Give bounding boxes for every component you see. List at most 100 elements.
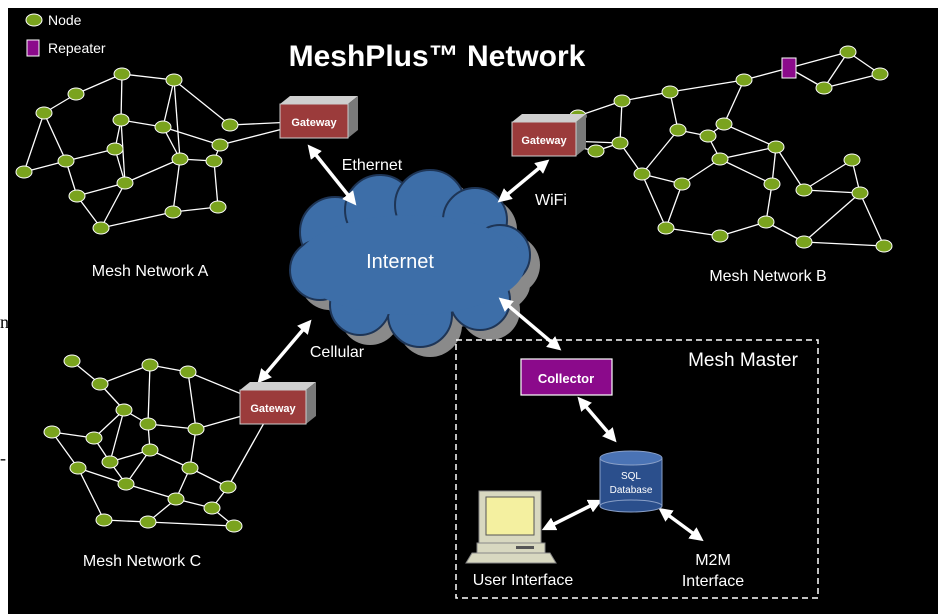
internet-cloud: Internet bbox=[289, 169, 540, 357]
mesh-a-link bbox=[162, 126, 221, 146]
mesh-b-node bbox=[875, 239, 893, 253]
mesh-a-link bbox=[173, 79, 181, 160]
mesh-a-node bbox=[35, 106, 53, 120]
mesh-b-link bbox=[719, 146, 777, 160]
mesh-c-node bbox=[85, 431, 103, 445]
mesh-c-nodes bbox=[43, 354, 243, 533]
mesh-a-node bbox=[106, 142, 124, 156]
margin-mark-n: n bbox=[0, 312, 9, 332]
mesh-c-node bbox=[179, 365, 197, 379]
mesh-b-node bbox=[657, 221, 675, 235]
mesh-b-node bbox=[735, 73, 753, 87]
mesh-b-node bbox=[673, 177, 691, 191]
mesh-c-link bbox=[109, 409, 125, 463]
mesh-b-node bbox=[613, 94, 631, 108]
margin-mark-dash: - bbox=[0, 448, 6, 468]
mesh-b-link bbox=[641, 173, 667, 229]
gateway-c: Gateway bbox=[239, 382, 316, 425]
wifi-label: WiFi bbox=[535, 192, 567, 209]
mesh-c-link bbox=[187, 371, 197, 430]
collector: Collector bbox=[520, 358, 613, 396]
mesh-c-node bbox=[141, 443, 159, 457]
mesh-a-link bbox=[43, 112, 67, 162]
mesh-c-link bbox=[77, 467, 105, 521]
mesh-b-node bbox=[633, 167, 651, 181]
mesh-b-link bbox=[669, 79, 745, 93]
mesh-a-link bbox=[100, 182, 126, 229]
legend-node-symbol bbox=[25, 13, 43, 27]
mesh-c-node bbox=[69, 461, 87, 475]
mesh-c-node bbox=[139, 417, 157, 431]
mesh-a-node bbox=[205, 154, 223, 168]
mesh-a-link bbox=[23, 112, 45, 173]
mesh-b-node bbox=[661, 85, 679, 99]
m2m-label-line1: M2M bbox=[695, 552, 731, 569]
mesh-b-node bbox=[711, 229, 729, 243]
user-interface-label: User Interface bbox=[473, 572, 574, 589]
mesh-a-node bbox=[92, 221, 110, 235]
mesh-c-node bbox=[43, 425, 61, 439]
mesh-b-node bbox=[795, 183, 813, 197]
mesh-c-link bbox=[51, 431, 79, 469]
legend-repeater-label: Repeater bbox=[48, 40, 106, 56]
mesh-network-a-label: Mesh Network A bbox=[92, 263, 209, 280]
mesh-b-link bbox=[619, 100, 623, 144]
mesh-b-nodes bbox=[569, 45, 893, 253]
db-label-line2: Database bbox=[610, 485, 653, 496]
mesh-b-node bbox=[839, 45, 857, 59]
mesh-b-node bbox=[611, 136, 629, 150]
mesh-b-node bbox=[757, 215, 775, 229]
mesh-c-node bbox=[203, 501, 221, 515]
mesh-a-node bbox=[57, 154, 75, 168]
mesh-b-node bbox=[815, 81, 833, 95]
mesh-a-node bbox=[154, 120, 172, 134]
collector-label: Collector bbox=[538, 371, 594, 386]
mesh-b-node bbox=[699, 129, 717, 143]
gateway-b: Gateway bbox=[511, 114, 586, 157]
ethernet-arrow bbox=[307, 144, 357, 206]
gateway-a-label: Gateway bbox=[291, 117, 337, 129]
cellular-label: Cellular bbox=[310, 344, 365, 361]
collector-arrow bbox=[498, 297, 562, 351]
mesh-b-link bbox=[641, 129, 679, 175]
mesh-b-link bbox=[803, 192, 861, 243]
mesh-a-node bbox=[116, 176, 134, 190]
mesh-a-nodes bbox=[15, 67, 239, 235]
mesh-c-link bbox=[99, 364, 151, 385]
mesh-a-link bbox=[120, 119, 126, 184]
mesh-b-link bbox=[788, 51, 849, 69]
mesh-c-node bbox=[63, 354, 81, 368]
mesh-b-link bbox=[823, 73, 881, 89]
mesh-b-node bbox=[767, 140, 785, 154]
mesh-c-node bbox=[219, 480, 237, 494]
mesh-a-link bbox=[124, 158, 181, 184]
mesh-master-title: Mesh Master bbox=[688, 350, 798, 371]
mesh-c-node bbox=[117, 477, 135, 491]
mesh-a-node bbox=[211, 138, 229, 152]
mesh-a-link bbox=[121, 73, 175, 81]
mesh-c-link bbox=[147, 521, 235, 527]
gateway-b-label: Gateway bbox=[521, 135, 567, 147]
mesh-b-node bbox=[669, 123, 687, 137]
mesh-b-node bbox=[871, 67, 889, 81]
link-arrows bbox=[257, 144, 704, 542]
wifi-arrow bbox=[497, 159, 550, 203]
m2m-arrow bbox=[658, 507, 704, 542]
mesh-c-node bbox=[225, 519, 243, 533]
mesh-master-box bbox=[455, 339, 819, 599]
mesh-b-link bbox=[665, 227, 721, 237]
mesh-a-node bbox=[165, 73, 183, 87]
mesh-a-link bbox=[75, 73, 123, 95]
ethernet-label: Ethernet bbox=[342, 157, 403, 174]
mesh-b-node bbox=[843, 153, 861, 167]
mesh-c-node bbox=[187, 422, 205, 436]
db-label-line1: SQL bbox=[621, 471, 641, 482]
mesh-b-node bbox=[795, 235, 813, 249]
mesh-b-node bbox=[715, 117, 733, 131]
mesh-b-link bbox=[803, 241, 885, 247]
mesh-a-node bbox=[209, 200, 227, 214]
mesh-c-node bbox=[139, 515, 157, 529]
mesh-c-node bbox=[181, 461, 199, 475]
mesh-network-c-label: Mesh Network C bbox=[83, 553, 201, 570]
mesh-c-link bbox=[77, 467, 127, 485]
